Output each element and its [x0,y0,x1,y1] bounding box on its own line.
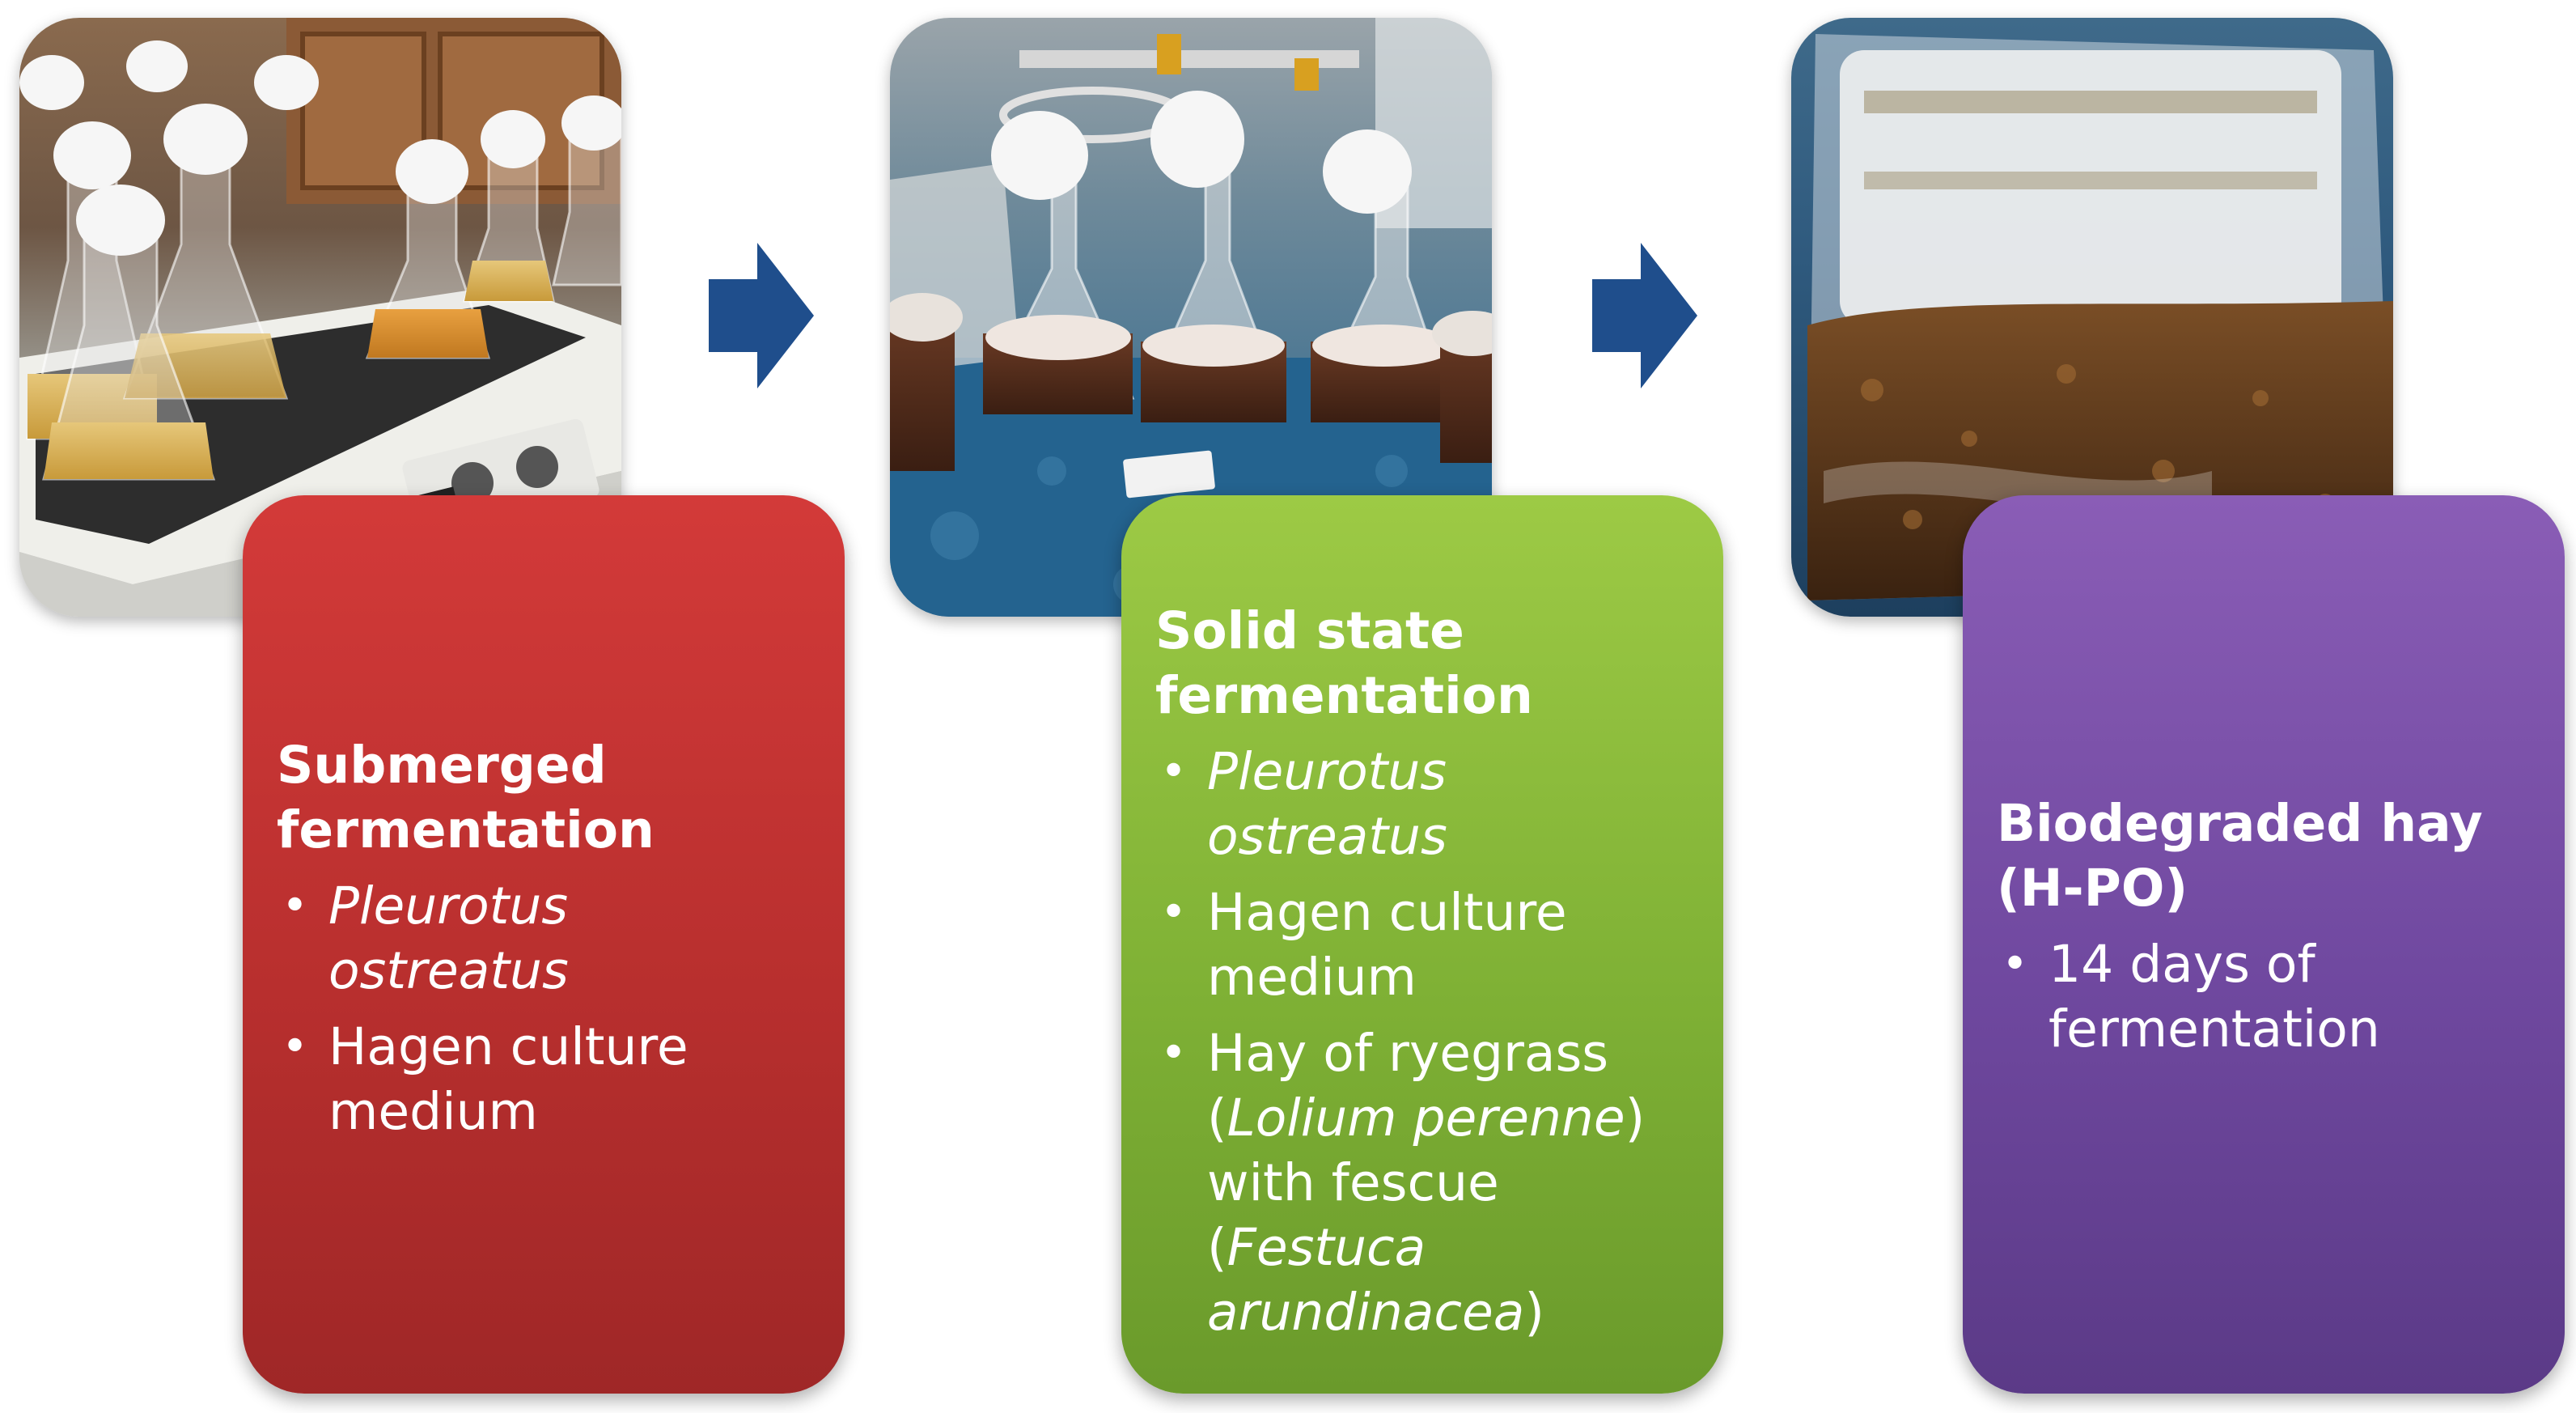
bullet-dot-icon: • [1160,1027,1188,1080]
bullet-text: Hagen culture medium [1207,883,1567,1007]
bullet-dot-icon: • [1160,886,1188,939]
species-name: Festuca arundinacea [1207,1218,1525,1342]
step-bullet-item: • Pleurotus ostreatus [277,874,812,1004]
bullet-text: ) [1524,1283,1544,1342]
step-bullet-item: • Hay of ryegrass (Lolium perenne) with f… [1155,1021,1691,1345]
step-bullet-item: • Hagen culture medium [277,1015,812,1144]
species-name: Pleurotus ostreatus [1207,742,1447,866]
bullet-dot-icon: • [2002,938,2029,991]
step-bullet-list: • 14 days of fermentation [1997,932,2532,1073]
species-name: Lolium perenne [1227,1088,1625,1148]
step-title: Submerged fermentation [277,736,655,859]
step-bullet-item: • Hagen culture medium [1155,880,1691,1010]
step-bullet-item: • Pleurotus ostreatus [1155,740,1691,869]
step-card-submerged-fermentation: Submerged fermentation • Pleurotus ostrea… [243,495,845,1394]
step-title: Solid state fermentation [1155,601,1533,725]
species-name: Pleurotus ostreatus [328,876,569,1000]
bullet-dot-icon: • [282,1020,309,1073]
arrow-right-icon [709,243,814,388]
bullet-text: Hay of ryegrass ( [1207,1024,1609,1148]
step-title: Biodegraded hay (H-PO) [1997,794,2483,918]
arrow-right-icon [1592,243,1697,388]
bullet-text: 14 days of fermentation [2049,935,2380,1059]
step-card-biodegraded-hay: Biodegraded hay (H-PO) • 14 days of ferme… [1963,495,2565,1394]
bullet-text: Hagen culture medium [328,1017,688,1141]
bullet-dot-icon: • [1160,745,1188,798]
step-bullet-list: • Pleurotus ostreatus • Hagen culture mediu… [1155,740,1691,1356]
step-bullet-list: • Pleurotus ostreatus • Hagen culture mediu… [277,874,812,1156]
bullet-dot-icon: • [282,880,309,932]
step-card-solid-state-fermentation: Solid state fermentation • Pleurotus ostr… [1121,495,1723,1394]
bullet-text: ) with fescue ( [1207,1088,1646,1277]
step-bullet-item: • 14 days of fermentation [1997,932,2532,1062]
